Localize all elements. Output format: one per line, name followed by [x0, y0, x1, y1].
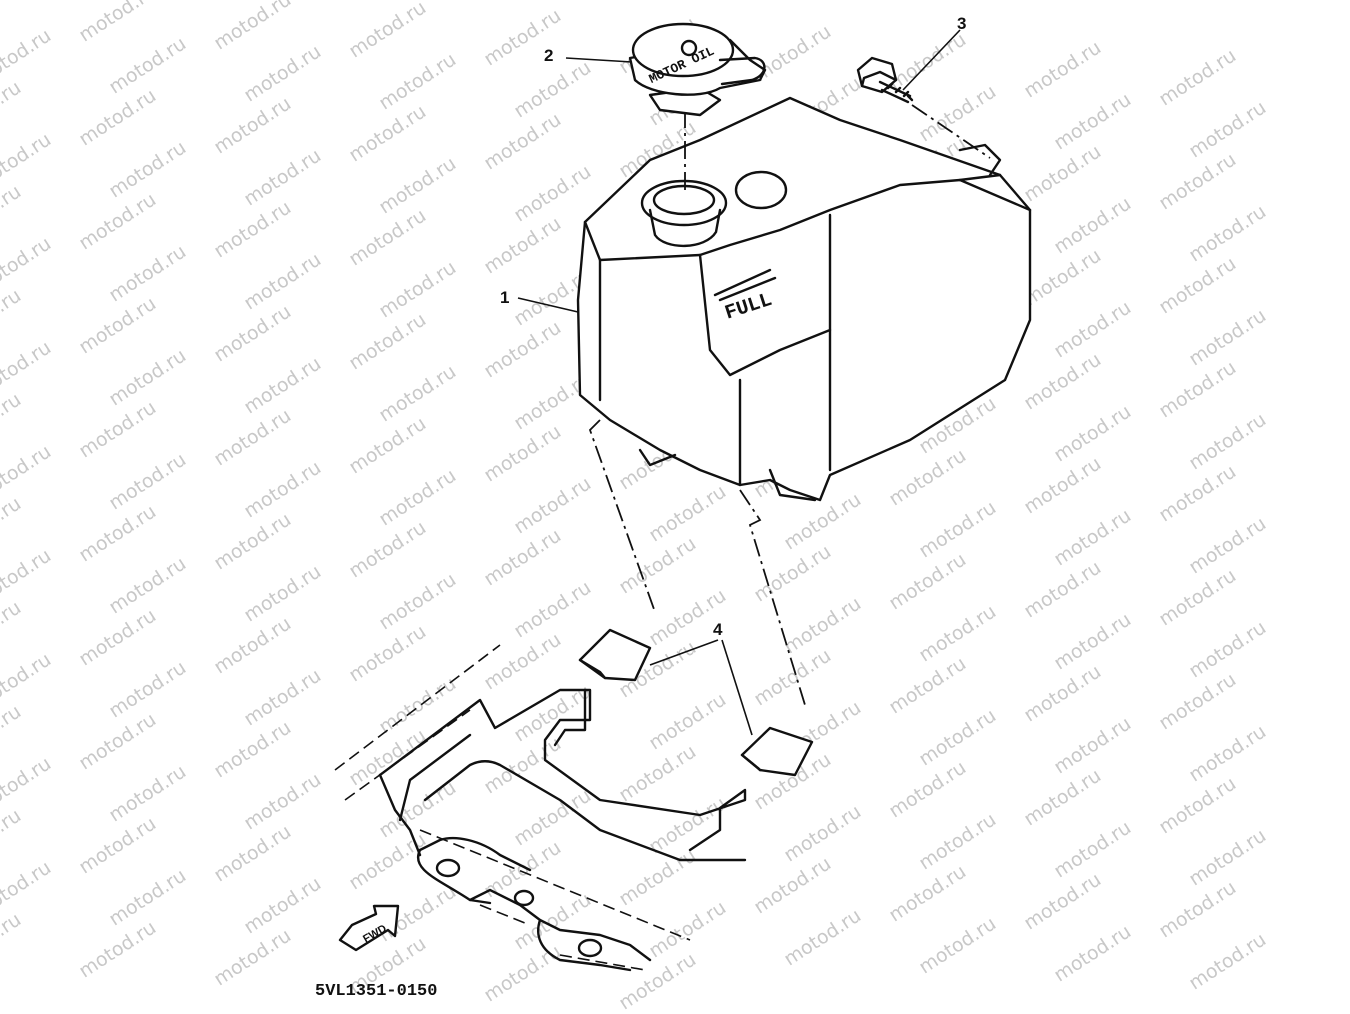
rubber-pads [578, 628, 814, 777]
oil-tank [576, 96, 1032, 502]
callout-4: 4 [713, 620, 723, 639]
frame-bracket [334, 644, 747, 972]
leader-1 [517, 297, 579, 313]
callout-2: 2 [544, 46, 554, 65]
callout-3: 3 [957, 14, 967, 33]
bolt [856, 56, 914, 104]
leader-3 [902, 29, 961, 91]
callout-1: 1 [500, 288, 510, 307]
oil-cap [628, 22, 767, 117]
leader-2 [565, 57, 633, 63]
forward-arrow [338, 904, 400, 952]
figure-code: 5VL1351-0150 [315, 982, 438, 1001]
